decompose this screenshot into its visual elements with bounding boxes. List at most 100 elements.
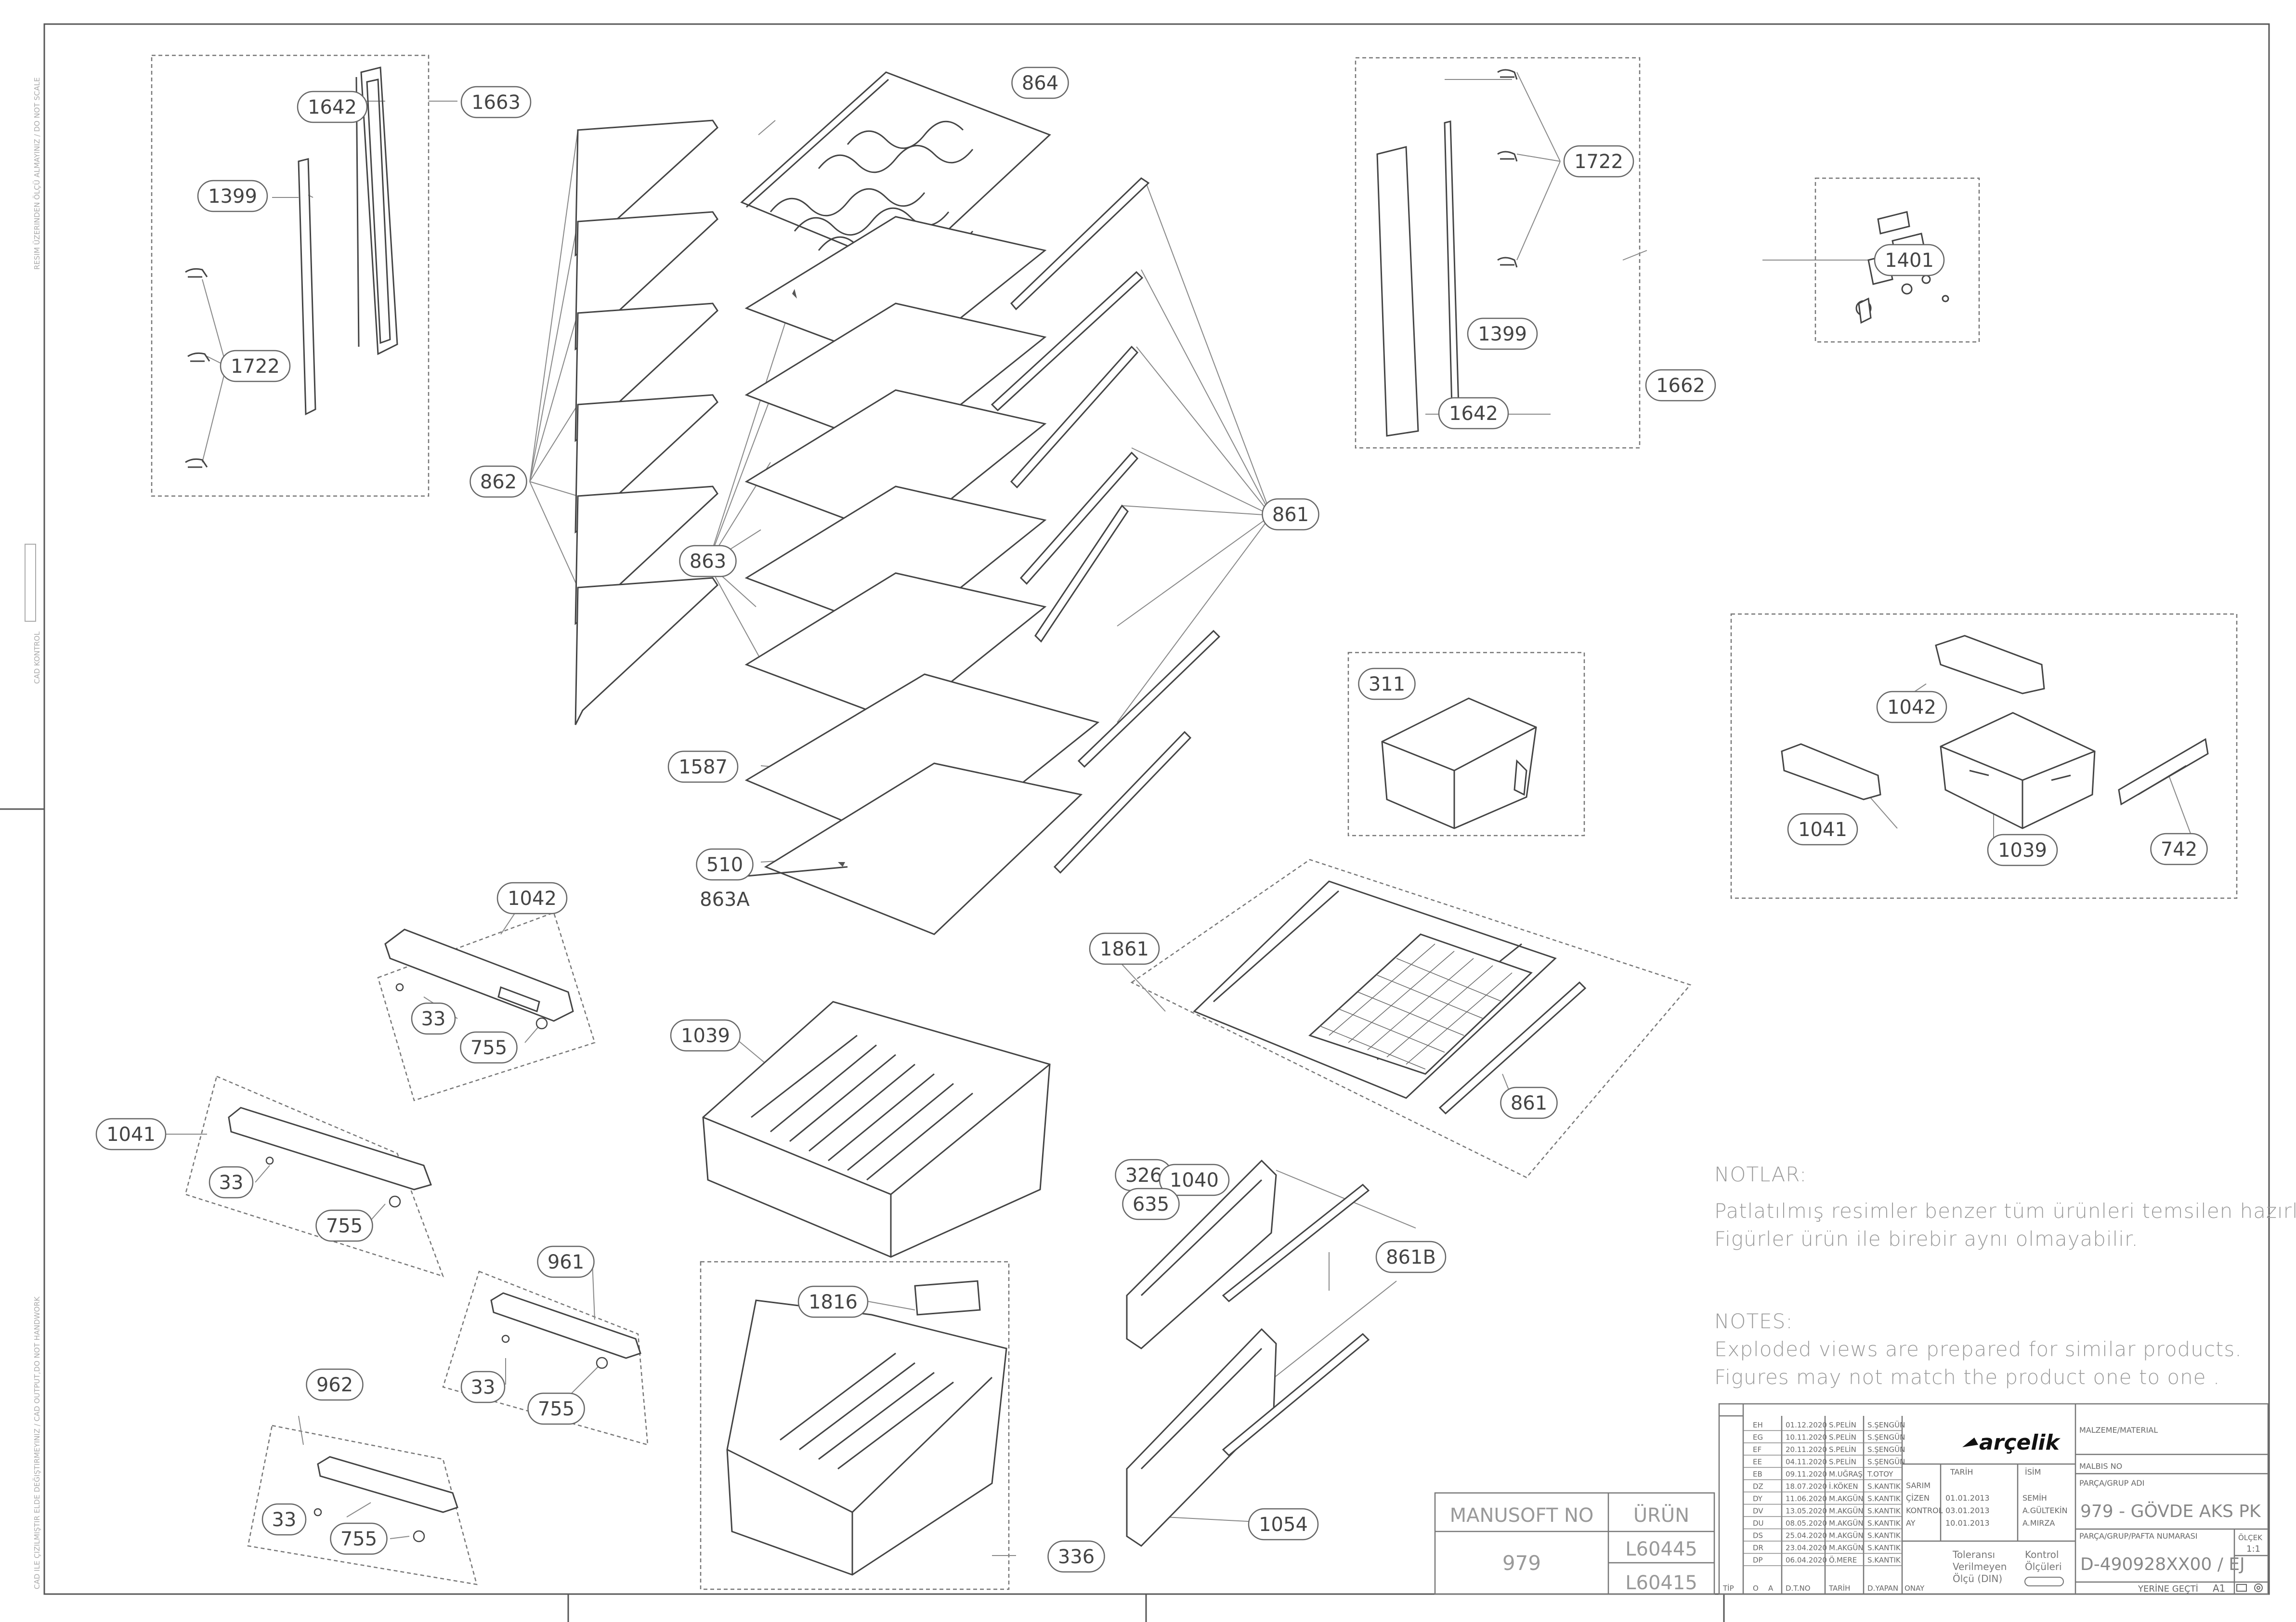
callout-33: 33 — [209, 1166, 254, 1199]
revision-cell: 20.11.2020 — [1786, 1445, 1827, 1454]
sign-cell: SEMİH — [2022, 1493, 2047, 1503]
sign-cell: A.GÜLTEKİN — [2022, 1506, 2068, 1515]
group-box-336-drawer — [700, 1261, 1010, 1590]
control-1: Kontrol — [2025, 1549, 2059, 1560]
revision-cell: DP — [1753, 1556, 1763, 1565]
revision-cell: Ö.MERE — [1829, 1556, 1857, 1565]
right-side-rail-assembly — [1376, 69, 1518, 437]
revision-cell: S.ŞENGÜN — [1867, 1433, 1905, 1442]
revision-cell: S.KANTIK — [1867, 1556, 1901, 1565]
revision-cell: EB — [1753, 1470, 1762, 1478]
revision-cell: DU — [1753, 1519, 1764, 1528]
title-block-grid — [1434, 1403, 2269, 1595]
callout-1642: 1642 — [1438, 397, 1509, 430]
callout-861: 861 — [1500, 1086, 1558, 1119]
callout-label: 755 — [538, 1398, 574, 1420]
callout-1041: 1041 — [1787, 813, 1858, 846]
callout-label: 1042 — [1887, 696, 1936, 719]
callout-1861: 1861 — [1089, 932, 1160, 965]
callout-label: 861 — [1511, 1092, 1547, 1114]
notes-en-line1: Exploded views are prepared for similar … — [1714, 1337, 2242, 1361]
screws — [265, 983, 608, 1543]
callout-label: 1054 — [1259, 1514, 1308, 1536]
group-box-962 — [247, 1425, 478, 1585]
revision-cell: S.KANTIK — [1867, 1544, 1901, 1552]
revision-cell: M.AKGÜN — [1829, 1494, 1864, 1503]
footer-cell: ONAY — [1905, 1584, 1925, 1593]
group-box-311 — [1347, 652, 1585, 837]
left-side-rail-assembly — [185, 66, 398, 468]
callout-label: 635 — [1133, 1193, 1169, 1216]
sign-cell: 03.01.2013 — [1945, 1506, 1990, 1515]
sign-cell: A.MIRZA — [2022, 1518, 2055, 1528]
group-box-left-rail — [151, 54, 430, 497]
callout-755: 755 — [315, 1209, 373, 1242]
callout-1642: 1642 — [297, 91, 368, 123]
callout-label: 1040 — [1170, 1169, 1219, 1191]
revision-cell: EE — [1753, 1458, 1762, 1466]
revision-cell: 06.04.2020 — [1786, 1556, 1827, 1565]
callout-label: 1042 — [508, 888, 557, 910]
revision-cell: S.KANTIK — [1867, 1482, 1901, 1491]
glass-shelves — [741, 216, 1100, 935]
notes-en: NOTES: Exploded views are prepared for s… — [1714, 1308, 2242, 1391]
callout-863: 863 — [679, 545, 737, 577]
callout-label: 1039 — [681, 1025, 730, 1047]
scale-label: ÖLÇEK — [2238, 1533, 2263, 1542]
callout-label: 863A — [700, 889, 750, 911]
revision-cell: S.PELİN — [1829, 1445, 1856, 1454]
callout-1722: 1722 — [220, 350, 291, 382]
revision-cell: 13.05.2020 — [1786, 1507, 1827, 1516]
callout-label: 862 — [480, 471, 517, 493]
revision-cell: DY — [1753, 1494, 1763, 1503]
cover-grid — [1319, 943, 1513, 1070]
footer-cell: D.T.NO — [1786, 1584, 1811, 1593]
callout-label: 33 — [272, 1509, 297, 1531]
drawer-336 — [726, 1280, 1007, 1576]
callout-label: 864 — [1022, 72, 1058, 94]
revision-cell: M.AKGÜN — [1829, 1543, 1864, 1552]
callout-863A: 863A — [700, 889, 750, 911]
drawer-runners — [228, 929, 641, 1513]
revision-cell: S.ŞENGÜN — [1867, 1445, 1905, 1454]
callout-755: 755 — [330, 1522, 388, 1555]
callout-1816: 1816 — [797, 1285, 869, 1318]
revision-cell: 09.11.2020 — [1786, 1470, 1827, 1478]
revision-cell: 01.12.2020 — [1786, 1421, 1827, 1429]
urun-value-2: L60415 — [1625, 1572, 1697, 1594]
revision-cell: DR — [1753, 1544, 1763, 1552]
material-label: MALZEME/MATERIAL — [2079, 1426, 2158, 1435]
callout-label: 961 — [548, 1251, 584, 1273]
group-box-1861 — [1130, 859, 1692, 1178]
footer-cell: D.YAPAN — [1867, 1584, 1898, 1593]
footer-cell: A — [1768, 1584, 1774, 1593]
sign-cell: 10.01.2013 — [1945, 1518, 1990, 1528]
callout-label: 962 — [316, 1374, 353, 1396]
rods-861 — [991, 177, 1587, 1115]
sign-header: İSİM — [2025, 1467, 2041, 1477]
callout-label: 1722 — [231, 355, 280, 378]
revision-cell: 18.07.2020 — [1786, 1482, 1827, 1491]
crisper-kit — [1781, 635, 2209, 829]
revision-cell: M.UĞRAŞ — [1829, 1469, 1863, 1478]
callout-label: 336 — [1058, 1546, 1095, 1568]
revision-cell: S.PELİN — [1829, 1433, 1856, 1442]
manusoft-header: MANUSOFT NO — [1450, 1504, 1594, 1527]
number-label: PARÇA/GRUP/PAFTA NUMARASI — [2079, 1531, 2197, 1541]
revision-cell: 25.04.2020 — [1786, 1531, 1827, 1540]
sign-cell: SARIM — [1906, 1481, 1931, 1490]
revision-cell: İ.KÖKEN — [1829, 1482, 1858, 1491]
sign-header: TARİH — [1950, 1467, 1973, 1477]
revision-cell: 11.06.2020 — [1786, 1494, 1827, 1503]
notes-en-heading: NOTES: — [1714, 1309, 1793, 1333]
side-text-top: RESIM ÜZERINDEN ÖLÇÜ ALMAYINIZ / DO NOT … — [32, 78, 41, 270]
notes-tr: NOTLAR: Patlatılmış resimler benzer tüm … — [1714, 1161, 2296, 1253]
side-text-bottom: CAD ILE ÇIZILMIŞTIR ELDE DEĞIŞTIRMEYINIZ… — [32, 1296, 41, 1589]
revision-cell: EG — [1753, 1433, 1763, 1442]
revision-cell: EH — [1753, 1421, 1763, 1429]
callout-33: 33 — [261, 1503, 307, 1536]
callout-864: 864 — [1011, 66, 1069, 99]
revision-cell: S.ŞENGÜN — [1867, 1420, 1905, 1429]
